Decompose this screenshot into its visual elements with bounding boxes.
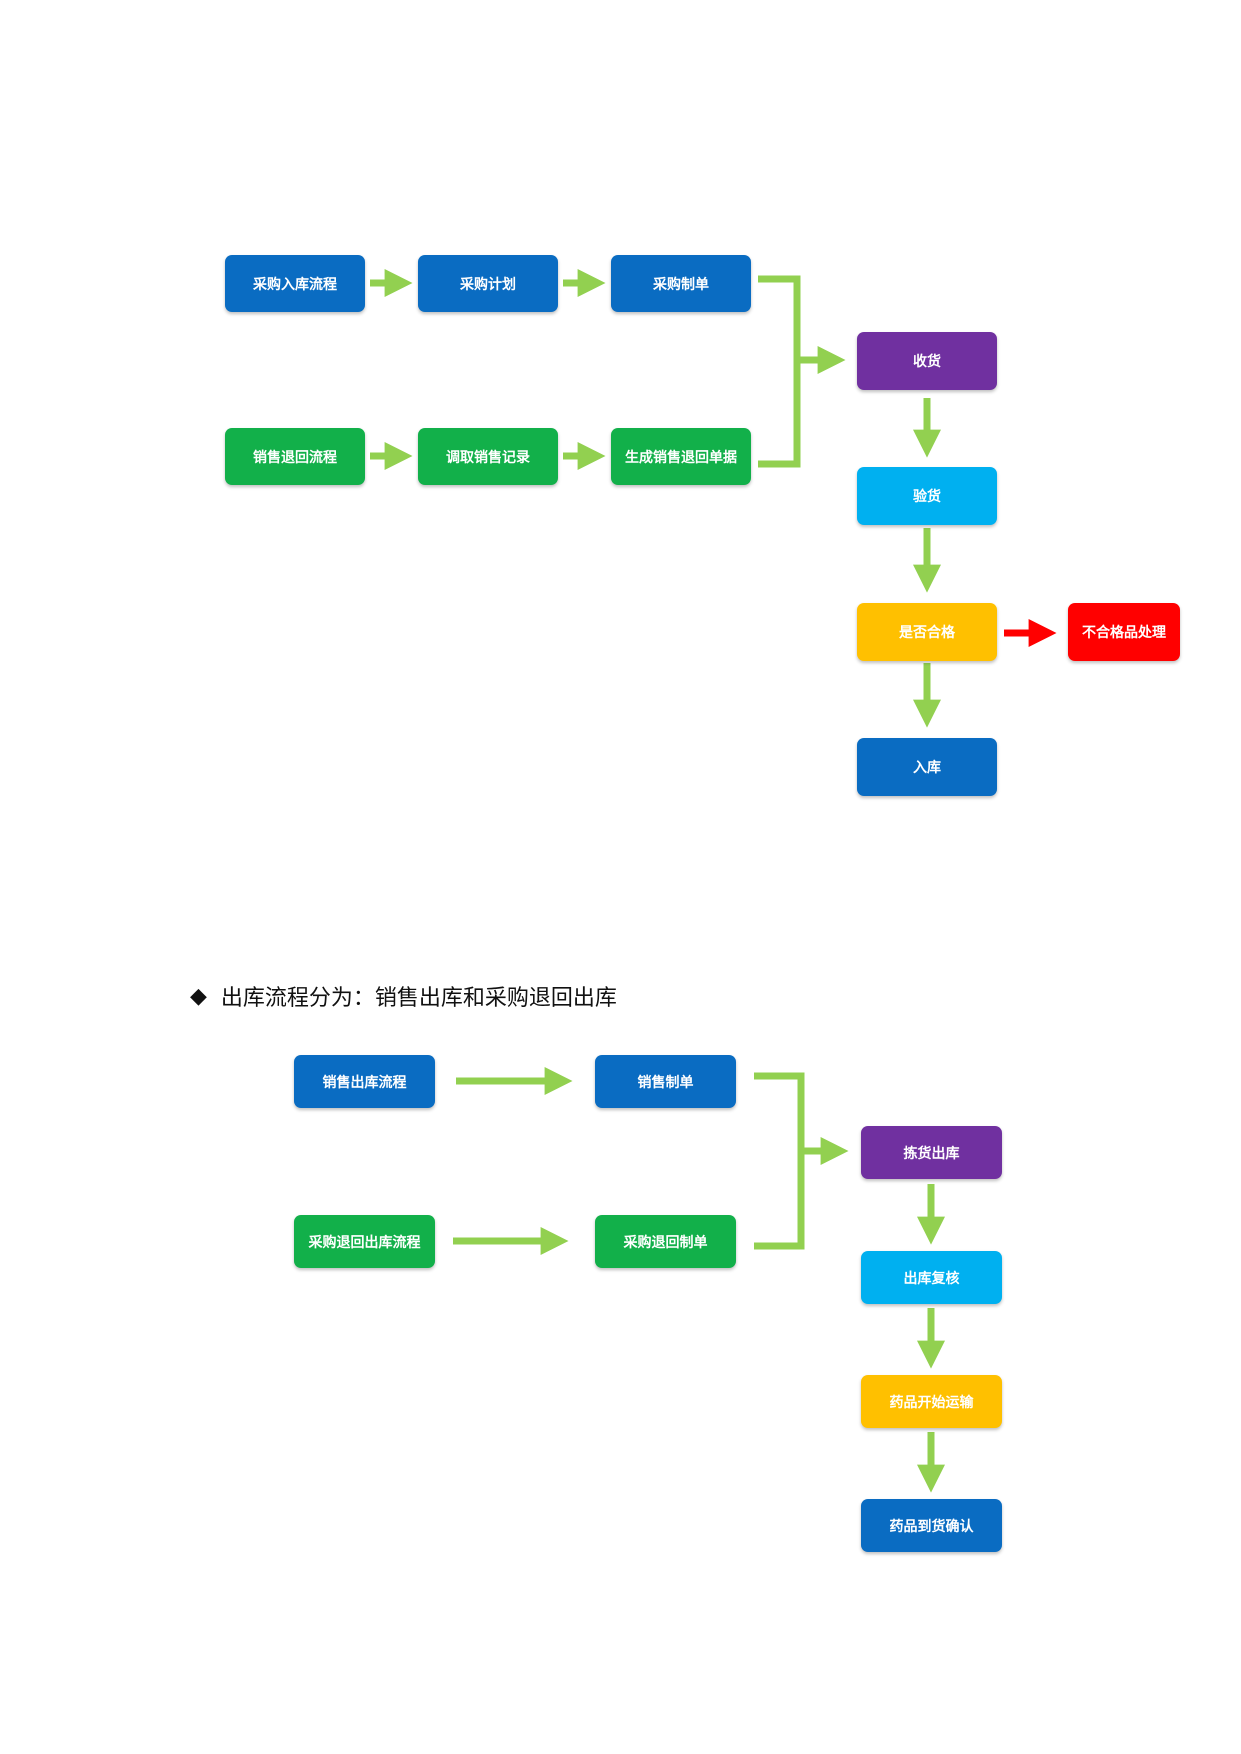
box-pick-outbound: 拣货出库 — [861, 1126, 1002, 1179]
box-start-transport: 药品开始运输 — [861, 1375, 1002, 1428]
box-arrival-confirm: 药品到货确认 — [861, 1499, 1002, 1552]
box-sales-order: 销售制单 — [595, 1055, 736, 1108]
box-outbound-check: 出库复核 — [861, 1251, 1002, 1304]
box-receive: 收货 — [857, 332, 997, 390]
box-fetch-sales-record: 调取销售记录 — [418, 428, 558, 485]
box-unqualified-handling: 不合格品处理 — [1068, 603, 1180, 661]
bracket-outbound — [754, 1072, 805, 1250]
box-qualified-check: 是否合格 — [857, 603, 997, 661]
diamond-bullet-icon: ◆ — [190, 983, 207, 1009]
box-generate-return-doc: 生成销售退回单据 — [611, 428, 751, 485]
box-sales-return-flow: 销售退回流程 — [225, 428, 365, 485]
box-inspect: 验货 — [857, 467, 997, 525]
box-purchase-inbound-flow: 采购入库流程 — [225, 255, 365, 312]
bracket-inbound — [758, 275, 801, 468]
outbound-intro: ◆ 出库流程分为：销售出库和采购退回出库 — [190, 980, 617, 1012]
box-stock-in: 入库 — [857, 738, 997, 796]
box-purchase-plan: 采购计划 — [418, 255, 558, 312]
outbound-intro-text: 出库流程分为：销售出库和采购退回出库 — [220, 986, 617, 1011]
box-purchase-return-order: 采购退回制单 — [595, 1215, 736, 1268]
box-purchase-return-outbound-flow: 采购退回出库流程 — [294, 1215, 435, 1268]
box-sales-outbound-flow: 销售出库流程 — [294, 1055, 435, 1108]
box-purchase-order: 采购制单 — [611, 255, 751, 312]
